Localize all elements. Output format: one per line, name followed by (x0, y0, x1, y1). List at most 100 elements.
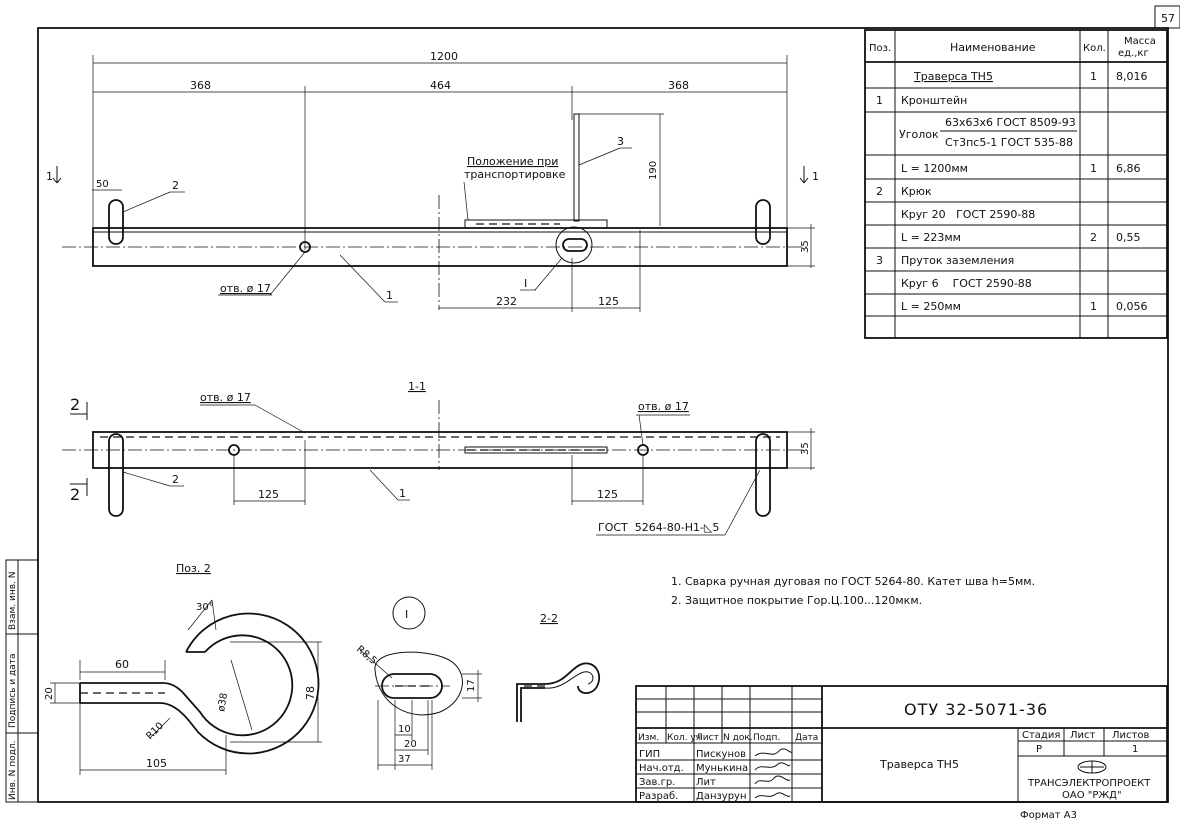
detail-dim-20: 20 (404, 739, 417, 750)
callout-section-1: 1 (399, 487, 406, 500)
spec-table: Поз. Наименование Кол. Масса ед.,кг Трав… (864, 29, 1168, 339)
tb-signature-0 (754, 748, 793, 757)
detail-dim-10: 10 (398, 724, 411, 735)
callout-section-2: 2 (172, 473, 179, 486)
spec-row-6-qty: 2 (1090, 231, 1097, 244)
hook-r10: R10 (144, 720, 166, 742)
transport-note-1: Положение при (467, 155, 558, 168)
tb-header-ndok: N док. (723, 733, 753, 743)
page-number-box: 57 (1154, 5, 1180, 29)
tb-role-1: Нач.отд. (639, 763, 684, 774)
note-1: 1. Сварка ручная дуговая по ГОСТ 5264-80… (671, 575, 1035, 588)
hook-dim-105: 105 (146, 757, 167, 770)
notes: 1. Сварка ручная дуговая по ГОСТ 5264-80… (671, 575, 1035, 607)
side-stamp-cell-1: Инв. N подл. (8, 741, 18, 800)
dim-section-125-left: 125 (258, 488, 279, 501)
callout-top-I: I (524, 277, 527, 290)
hook-dim-60: 60 (115, 658, 129, 671)
dim-section-125-right: 125 (597, 488, 618, 501)
hole-label-section-right: отв. ø 17 (638, 400, 689, 413)
hook-title: Поз. 2 (176, 562, 211, 575)
spec-row-0-mass: 8,016 (1116, 70, 1148, 83)
top-view: 1200 368 464 368 50 2 отв. ø 17 1 (46, 50, 819, 312)
spec-row-7-name: Пруток заземления (901, 254, 1014, 267)
side-stamp: Инв. N подл. Подпись и дата Взам. инв. N (5, 559, 39, 803)
page-number: 57 (1161, 12, 1175, 25)
dim-top-left: 368 (190, 79, 211, 92)
spec-row-6-name: L = 223мм (901, 231, 961, 244)
dim-top-125: 125 (598, 295, 619, 308)
spec-row-0-qty: 1 (1090, 70, 1097, 83)
dim-232: 232 (496, 295, 517, 308)
spec-row-3-name: L = 1200мм (901, 162, 968, 175)
tb-header-izm: Изм. (638, 733, 659, 743)
tb-org-line1: ТРАНСЭЛЕКТРОПРОЕКТ (1027, 778, 1151, 789)
note-2: 2. Защитное покрытие Гор.Ц.100...120мкм. (671, 594, 922, 607)
detail-dim-17: 17 (466, 679, 477, 692)
spec-angle-top: 63х63х6 ГОСТ 8509-93 (945, 116, 1076, 129)
cut-label-left-1: 1 (46, 170, 53, 183)
tb-role-3: Разраб. (639, 791, 678, 802)
spec-row-7-pos: 3 (876, 254, 883, 267)
spec-header-name: Наименование (950, 41, 1036, 54)
spec-row-3-qty: 1 (1090, 162, 1097, 175)
spec-row-0-name: Траверса ТН5 (913, 70, 993, 83)
title-block: Изм. Кол. уч Лист N док. Подп. Дата ГИП … (635, 685, 1168, 803)
detail-dim-37: 37 (398, 754, 411, 765)
dim-section-35: 35 (800, 442, 811, 455)
spec-header-pos: Поз. (869, 43, 891, 54)
hook-angle-30: 30° (196, 602, 214, 613)
cut-label-top-2: 2 (70, 395, 81, 414)
dim-top-right: 368 (668, 79, 689, 92)
spec-header-qty: Кол. (1083, 43, 1106, 54)
spec-row-4-pos: 2 (876, 185, 883, 198)
section-1-1-title: 1-1 (408, 380, 426, 393)
tb-sheets-header: Листов (1112, 730, 1149, 741)
spec-row-1-name: Кронштейн (901, 94, 967, 107)
hole-label-section-left: отв. ø 17 (200, 391, 251, 404)
tb-name-2: Лит (696, 777, 716, 788)
spec-row-9-name: L = 250мм (901, 300, 961, 313)
section-2-2-title: 2-2 (540, 612, 558, 625)
hole-label-top: отв. ø 17 (220, 282, 271, 295)
detail-I: I R8,5 17 10 20 37 (354, 596, 482, 770)
dim-50: 50 (96, 179, 109, 190)
section-view-1-1: 1-1 отв. ø 17 отв. ø 17 2 1 125 125 (62, 380, 815, 536)
cut-label-right-1: 1 (812, 170, 819, 183)
tb-name-1: Мунькина (696, 763, 748, 774)
tb-signature-2 (754, 775, 791, 785)
tb-stage-value: Р (1036, 744, 1042, 755)
transport-note-2: транспортировке (464, 168, 566, 181)
hook-dim-78: 78 (304, 686, 317, 700)
hook-detail: Поз. 2 ø38 30° 60 20 105 78 R10 (44, 562, 322, 775)
hook-dim-20: 20 (44, 687, 55, 700)
tb-header-podp: Подп. (753, 733, 780, 743)
spec-angle-bottom: Ст3пс5-1 ГОСТ 535-88 (945, 136, 1073, 149)
tb-header-data: Дата (795, 733, 818, 743)
hook-diam-38: ø38 (216, 692, 230, 712)
cut-label-bottom-2: 2 (70, 485, 81, 504)
spec-row-9-qty: 1 (1090, 300, 1097, 313)
dim-top-total: 1200 (430, 50, 458, 63)
tb-stage-header: Стадия (1022, 730, 1060, 741)
spec-row-8-name: Круг 6 ГОСТ 2590-88 (901, 277, 1032, 290)
callout-top-1: 1 (386, 289, 393, 302)
dim-top-mid: 464 (430, 79, 451, 92)
spec-header-mass: Масса (1124, 36, 1156, 47)
section-2-2: 2-2 (516, 612, 601, 722)
spec-row-1-pos: 1 (876, 94, 883, 107)
spec-row-5-name: Круг 20 ГОСТ 2590-88 (901, 208, 1035, 221)
tb-signature-3 (754, 792, 791, 799)
side-stamp-cell-2: Подпись и дата (8, 653, 18, 728)
tb-role-0: ГИП (639, 749, 660, 760)
callout-top-2: 2 (172, 179, 179, 192)
drawing-frame (37, 27, 1169, 803)
rzd-logo (1077, 760, 1107, 774)
tb-header-kol: Кол. уч (667, 733, 701, 743)
callout-top-3: 3 (617, 135, 624, 148)
tb-sheets-value: 1 (1132, 744, 1138, 755)
dim-190: 190 (648, 161, 659, 180)
spec-row-9-mass: 0,056 (1116, 300, 1148, 313)
weld-label: ГОСТ 5264-80-Н1-◺5 (598, 521, 719, 534)
